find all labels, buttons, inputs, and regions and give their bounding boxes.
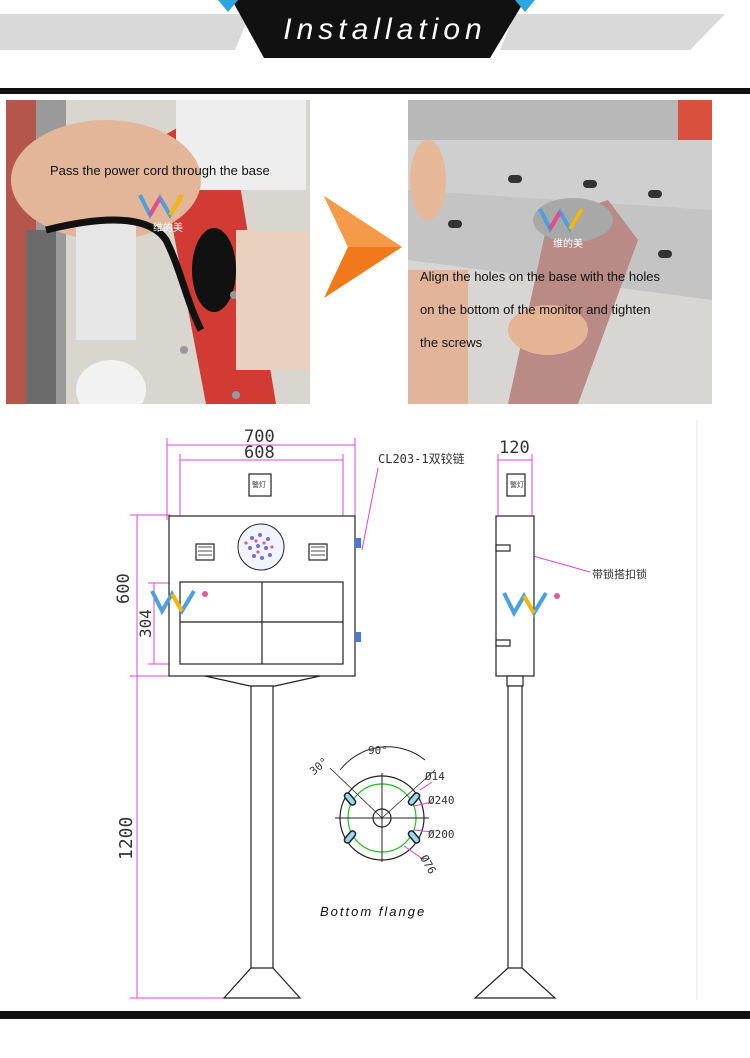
front-lamp-label: 警灯 — [252, 482, 266, 489]
next-step-arrow-icon — [324, 196, 402, 298]
step2-caption-line1: Align the holes on the base with the hol… — [420, 269, 660, 284]
dim-height-panel: 304 — [136, 609, 155, 638]
step1-caption: Pass the power cord through the base — [50, 163, 270, 178]
brand-watermark-side — [502, 588, 572, 618]
hinge-label: CL203-1双铰链 — [378, 452, 465, 466]
step1-photo: Pass the power cord through the base 维的美 — [6, 100, 310, 404]
brand-mark: 维的美 — [553, 239, 583, 250]
header-accent-right — [515, 0, 535, 12]
step2-caption-line2: on the bottom of the monitor and tighten — [420, 302, 651, 317]
dim-height-pole: 1200 — [116, 816, 137, 860]
header-accent-left — [218, 0, 238, 12]
side-lamp-label: 警灯 — [510, 482, 524, 489]
flange-dia-240: Ø240 — [428, 794, 455, 807]
step1-illustration — [6, 100, 310, 404]
header-band — [0, 0, 725, 58]
dim-width-inner: 608 — [244, 443, 275, 463]
brand-mark: 维的美 — [153, 223, 183, 234]
header: Installation — [0, 0, 750, 60]
flange-label: Bottom flange — [320, 904, 427, 919]
step2-caption: Align the holes on the base with the hol… — [420, 260, 710, 359]
technical-drawing: 700 608 CL203-1双铰链 警灯 600 304 1200 120 警… — [0, 410, 750, 1010]
drawing-lines — [130, 420, 698, 1000]
footer-rule — [0, 1011, 750, 1019]
dim-height-box: 600 — [114, 573, 134, 604]
brand-logo: 维的美 — [138, 190, 198, 234]
header-rule — [0, 88, 750, 94]
dim-side-depth: 120 — [499, 438, 530, 458]
brand-logo: 维的美 — [538, 204, 598, 250]
flange-dia-14: Ø14 — [425, 770, 445, 783]
step2-illustration — [408, 100, 712, 404]
page-title: Installation — [283, 13, 487, 46]
brand-watermark-front — [150, 586, 210, 616]
step2-photo: 维的美 Align the holes on the base with the… — [408, 100, 712, 404]
lock-label: 带锁搭扣锁 — [592, 569, 647, 581]
flange-dia-200: Ø200 — [428, 828, 455, 841]
dim-width-outer: 700 — [244, 427, 275, 447]
step2-caption-line3: the screws — [420, 335, 483, 350]
flange-angle-large: 90° — [368, 744, 388, 757]
